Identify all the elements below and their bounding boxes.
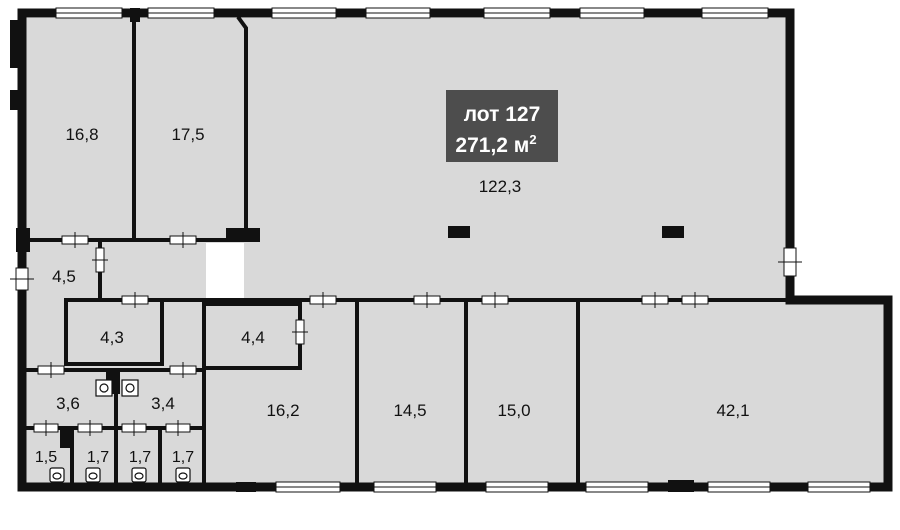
room-label: 15,0 <box>497 401 530 420</box>
window-bottom-6 <box>807 481 871 493</box>
door-42-1-b <box>681 292 709 308</box>
window-bottom-4 <box>585 481 649 493</box>
toilet-icon <box>85 467 101 483</box>
room-label: 4,4 <box>241 328 265 347</box>
door-wc-2 <box>77 420 103 436</box>
window-top-7 <box>701 7 769 19</box>
entrance-right <box>778 247 802 277</box>
floor-room-16-2 <box>206 304 356 490</box>
window-bottom-3 <box>485 481 549 493</box>
sink-icon <box>95 379 113 397</box>
window-top-6 <box>579 7 645 19</box>
room-label: 4,3 <box>100 328 124 347</box>
lot-badge-background <box>446 90 558 162</box>
door-wc-4 <box>165 420 191 436</box>
room-label: 1,7 <box>172 449 194 466</box>
door-15-0 <box>481 292 509 308</box>
room-label: 122,3 <box>479 177 522 196</box>
floor-room-17-5 <box>136 18 246 243</box>
floor-room-16-8 <box>26 18 138 243</box>
windows <box>55 7 871 493</box>
room-label: 42,1 <box>716 401 749 420</box>
window-top-4 <box>365 7 431 19</box>
room-label: 17,5 <box>171 125 204 144</box>
door-17-5 <box>169 232 197 248</box>
thick-wall-segments <box>10 8 694 492</box>
floor-fills <box>26 18 884 490</box>
room-label: 4,5 <box>52 267 76 286</box>
sink-icon <box>121 379 139 397</box>
lot-area-value: 271,2 м <box>455 134 529 157</box>
lot-area: 271,2 м2 <box>455 132 536 157</box>
window-top-3 <box>271 7 337 19</box>
window-top-5 <box>483 7 551 19</box>
door-3-4 <box>169 362 197 378</box>
room-label: 14,5 <box>393 401 426 420</box>
door-16-2 <box>309 292 337 308</box>
room-label: 1,5 <box>35 449 57 466</box>
window-top-1 <box>55 7 123 19</box>
window-top-2 <box>147 7 215 19</box>
room-labels: 16,8 17,5 122,3 4,5 4,3 4,4 3,6 3,4 16,2… <box>35 125 750 466</box>
lot-title: лот 127 <box>464 103 541 126</box>
toilet-icon <box>131 467 147 483</box>
door-4-4 <box>292 319 308 345</box>
door-3-6 <box>37 362 65 378</box>
toilet-icon <box>49 467 65 483</box>
entrance-left <box>10 267 34 291</box>
lot-area-superscript: 2 <box>529 132 536 147</box>
door-4-5 <box>92 247 108 273</box>
floor-room-14-5 <box>356 304 466 490</box>
window-bottom-2 <box>373 481 437 493</box>
room-label: 1,7 <box>129 449 151 466</box>
door-42-1-a <box>641 292 669 308</box>
door-4-3 <box>121 292 149 308</box>
room-label: 3,4 <box>151 394 175 413</box>
room-label: 1,7 <box>87 449 109 466</box>
toilet-icon <box>175 467 191 483</box>
floor-room-42-1 <box>578 304 884 490</box>
room-label: 16,2 <box>266 401 299 420</box>
room-label: 3,6 <box>56 394 80 413</box>
floor-room-15-0 <box>466 304 578 490</box>
door-14-5 <box>413 292 441 308</box>
door-16-8 <box>61 232 89 248</box>
window-bottom-5 <box>707 481 771 493</box>
fixtures <box>49 379 191 483</box>
door-markers <box>10 232 802 436</box>
lot-badge: лот 127 271,2 м2 <box>446 90 558 162</box>
window-bottom-1 <box>275 481 341 493</box>
room-label: 16,8 <box>65 125 98 144</box>
door-wc-3 <box>121 420 147 436</box>
door-wc-1 <box>33 420 59 436</box>
